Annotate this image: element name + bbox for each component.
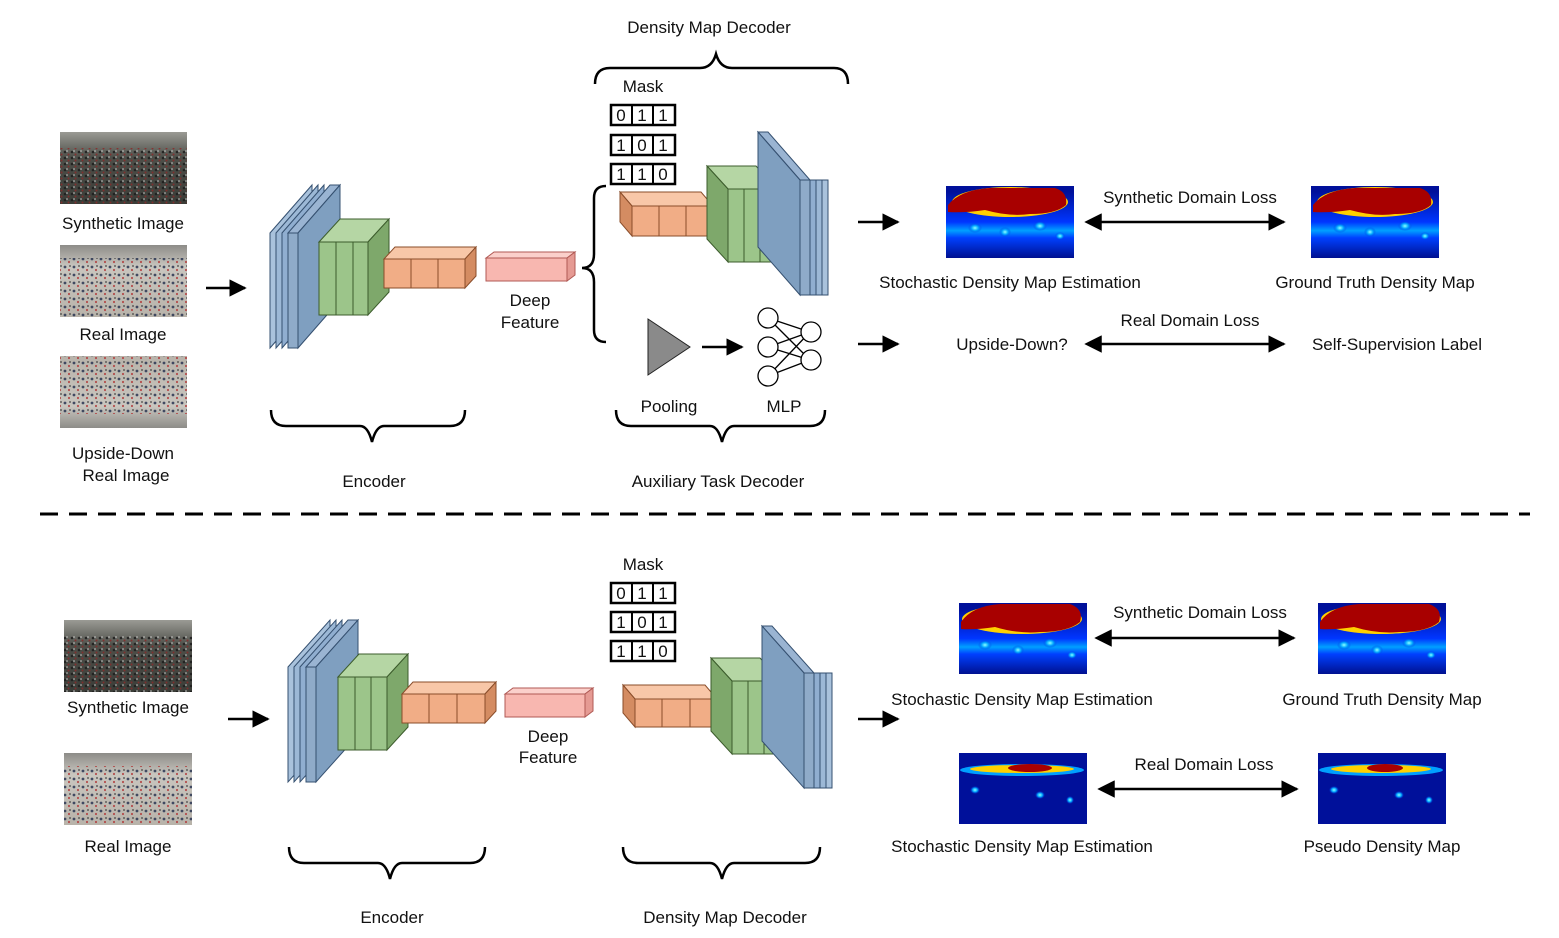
top-mask-cell: 1 [637, 106, 646, 125]
bottom-density-decoder-brace [621, 846, 822, 880]
top-encoder-label: Encoder [342, 472, 406, 491]
bottom-stochastic-label-2: Stochastic Density Map Estimation [891, 837, 1153, 856]
bottom-encoder-orange-layers [400, 680, 498, 725]
top-synthetic-image-thumbnail [60, 132, 187, 204]
top-pooling-triangle [647, 318, 691, 376]
bottom-mask-cell: 1 [637, 642, 646, 661]
top-encoder-green-layers [317, 217, 391, 317]
bottom-deep-feature-label-line2: Feature [519, 748, 578, 767]
bottom-pseudo-label: Pseudo Density Map [1304, 837, 1461, 856]
top-pooling-label: Pooling [641, 397, 698, 416]
bottom-stochastic-label-1: Stochastic Density Map Estimation [891, 690, 1153, 709]
bottom-stochastic-density-heatmap-2 [959, 753, 1087, 824]
bottom-synthetic-image-thumbnail [64, 620, 192, 692]
top-mask-grid: 0 1 1 1 0 1 1 1 0 [609, 103, 677, 186]
top-density-decoder-label: Density Map Decoder [627, 18, 791, 37]
top-mask-cell: 1 [616, 165, 625, 184]
bottom-encoder-label: Encoder [360, 908, 424, 927]
top-density-decoder-brace [593, 49, 850, 85]
bottom-mask-label: Mask [623, 555, 664, 574]
bottom-real-image-label: Real Image [85, 837, 172, 856]
top-stochastic-density-heatmap [946, 186, 1074, 258]
bottom-encoder-brace [287, 846, 487, 880]
bottom-density-decoder-label: Density Map Decoder [643, 908, 807, 927]
top-mask-cell: 1 [658, 106, 667, 125]
bottom-mask-cell: 1 [658, 613, 667, 632]
bottom-decoder-blue-layers [760, 624, 833, 790]
bottom-gt-label: Ground Truth Density Map [1282, 690, 1481, 709]
bottom-real-loss-label: Real Domain Loss [1135, 755, 1274, 774]
top-stochastic-label: Stochastic Density Map Estimation [879, 273, 1141, 292]
bottom-mask-cell: 1 [658, 584, 667, 603]
top-mlp-label: MLP [767, 397, 802, 416]
bottom-mask-cell: 0 [616, 584, 625, 603]
bottom-encoder-green-layers [336, 652, 410, 752]
top-mask-cell: 0 [637, 136, 646, 155]
top-mask-cell: 0 [658, 165, 667, 184]
top-upside-down-image-thumbnail [60, 356, 187, 428]
top-encoder-orange-layers [382, 245, 478, 290]
bottom-real-image-thumbnail [64, 753, 192, 825]
top-synthetic-loss-label: Synthetic Domain Loss [1103, 188, 1277, 207]
bottom-synthetic-image-label: Synthetic Image [67, 698, 189, 717]
top-branch-bracket [581, 184, 607, 344]
bottom-encoder-blue-layers [287, 618, 360, 784]
top-gt-density-heatmap [1311, 186, 1439, 258]
top-upside-down-label-line2: Real Image [83, 466, 170, 485]
top-real-image-label: Real Image [80, 325, 167, 344]
top-mask-cell: 1 [658, 136, 667, 155]
bottom-mask-grid: 0 1 1 1 0 1 1 1 0 [609, 581, 677, 663]
bottom-deep-feature-block [503, 687, 595, 718]
top-self-supervision-label: Self-Supervision Label [1312, 335, 1482, 354]
top-gt-label: Ground Truth Density Map [1275, 273, 1474, 292]
top-mask-label: Mask [623, 77, 664, 96]
top-mask-cell: 0 [616, 106, 625, 125]
bottom-gt-density-heatmap [1318, 603, 1446, 674]
bottom-mask-cell: 1 [616, 642, 625, 661]
bottom-pseudo-density-heatmap [1318, 753, 1446, 824]
bottom-decoder-orange-layers [621, 683, 719, 729]
top-decoder-orange-layers [618, 190, 715, 238]
top-real-loss-label: Real Domain Loss [1121, 311, 1260, 330]
top-encoder-brace [269, 409, 467, 443]
top-deep-feature-label-line1: Deep [510, 291, 551, 310]
top-real-image-thumbnail [60, 245, 187, 317]
bottom-mask-cell: 0 [637, 613, 646, 632]
bottom-mask-cell: 1 [616, 613, 625, 632]
top-synthetic-image-label: Synthetic Image [62, 214, 184, 233]
bottom-mask-cell: 0 [658, 642, 667, 661]
top-aux-decoder-brace [614, 409, 827, 443]
bottom-synthetic-loss-label: Synthetic Domain Loss [1113, 603, 1287, 622]
bottom-mask-cell: 1 [637, 584, 646, 603]
top-decoder-blue-layers [756, 130, 829, 297]
top-upside-down-label-line1: Upside-Down [72, 444, 174, 463]
top-mlp-network [757, 307, 822, 387]
bottom-deep-feature-label-line1: Deep [528, 727, 569, 746]
top-aux-decoder-label: Auxiliary Task Decoder [632, 472, 805, 491]
top-deep-feature-block [484, 251, 577, 282]
top-mask-cell: 1 [637, 165, 646, 184]
bottom-stochastic-density-heatmap-1 [959, 603, 1087, 674]
top-deep-feature-label-line2: Feature [501, 313, 560, 332]
top-mask-cell: 1 [616, 136, 625, 155]
top-upside-down-question: Upside-Down? [956, 335, 1068, 354]
